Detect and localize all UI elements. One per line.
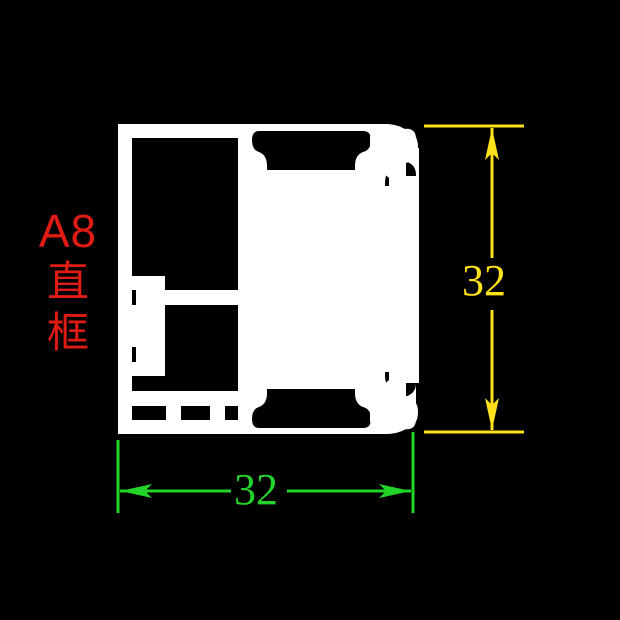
groove-shelf-upper [118,276,165,290]
groove-tongue [122,305,136,347]
groove-cap-lower [136,347,154,362]
left-chamber-bottom-wall [118,420,252,434]
bottom-flange-recess [252,389,371,428]
right-bead-top [370,124,419,187]
groove-cap-upper [136,290,154,305]
bottom-foot-shelf-right [210,391,252,406]
top-flange-recess [252,131,371,170]
groove-shelf-upper-lip [151,290,165,362]
vertical-dim-arrow-bottom [485,398,499,430]
groove-shelf-lower [118,362,165,376]
right-face-upper [389,176,419,187]
i-beam-web [300,187,324,372]
left-chamber-top-wall [118,124,252,138]
right-bead-bottom [370,372,419,434]
profile-cross-section [118,124,419,434]
right-face-lower [389,372,419,383]
vertical-dimension-group [424,124,524,434]
chamber-divider-wall [238,124,252,434]
bottom-foot-shelf [132,391,166,406]
horizontal-dim-arrow-left [120,484,152,498]
horizontal-dimension-group [116,432,415,513]
bottom-foot-riser [166,391,181,420]
horizontal-dim-arrow-right [379,484,411,498]
chamber-hole-upper-left [132,138,238,290]
vertical-dim-arrow-top [485,128,499,160]
